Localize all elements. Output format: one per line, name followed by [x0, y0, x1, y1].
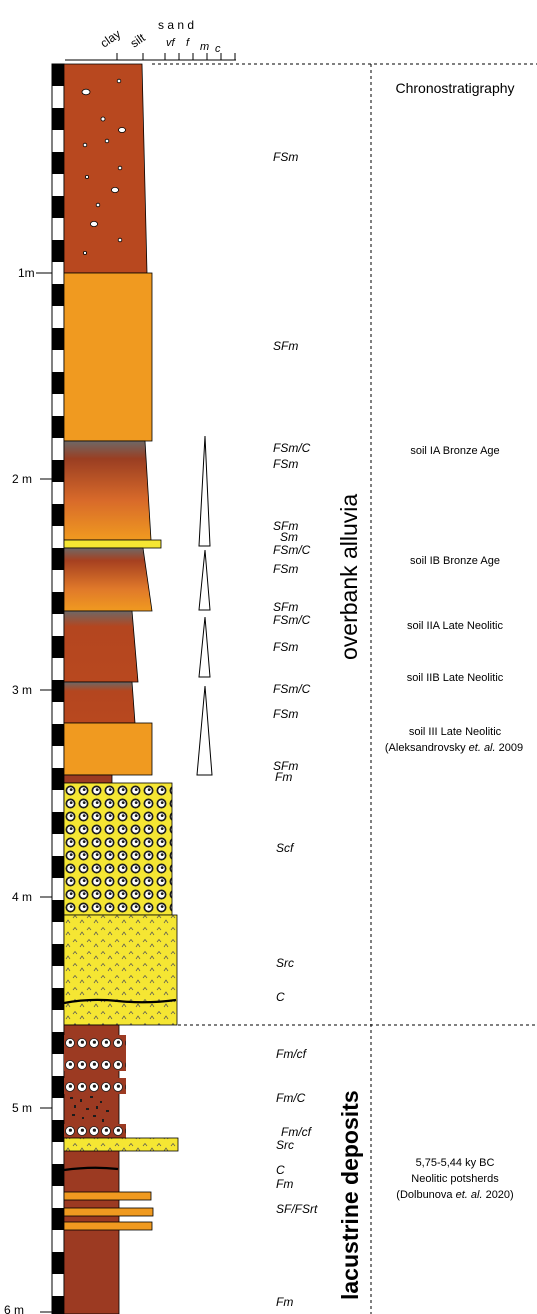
bed-fm-cf-shells-2 [64, 1078, 126, 1094]
bed-src-lower [63, 1137, 179, 1152]
bed-soil-1b [63, 547, 153, 612]
depth-label-3m: 3 m [12, 683, 32, 697]
facies-code: Fm/C [276, 1091, 306, 1105]
facies-code: Fm [276, 1177, 293, 1191]
facies-code: FSm/C [273, 441, 311, 455]
facies-code: Src [276, 956, 294, 970]
chrono-lacustrine-age: 5,75-5,44 ky BC [416, 1157, 495, 1169]
silt-text: silt [128, 30, 149, 50]
bed-fm-cf-shells [64, 1035, 126, 1071]
depth-label-1m: 1m [18, 266, 35, 280]
depth-label-2m: 2 m [12, 472, 32, 486]
facies-code: Sm [280, 530, 298, 544]
depth-label-4m: 4 m [12, 890, 32, 904]
clay-label: clay [98, 27, 124, 51]
contact-c-upper [63, 998, 177, 1005]
facies-code: FSm [273, 640, 298, 654]
depth-label-5m: 5 m [12, 1101, 32, 1115]
lithology-column [63, 63, 179, 1314]
bed-fm-cf-shells-3 [64, 1124, 126, 1138]
facies-code: C [276, 1163, 285, 1177]
chronostratigraphy-column: Chronostratigraphy soil IA Bronze Age so… [385, 80, 523, 1201]
chrono-soil-1a: soil IA Bronze Age [410, 445, 499, 457]
bed-soil-3 [63, 722, 153, 776]
depth-ticks [36, 272, 52, 1313]
bed-fsm-top [63, 63, 148, 274]
bed-sf-lamina-3 [63, 1221, 153, 1231]
facies-code: FSm [273, 150, 298, 164]
fining-triangle-1 [198, 435, 211, 547]
fining-upward-triangles [196, 435, 213, 776]
contact-c-lower [63, 1166, 119, 1172]
bed-sm-sand [63, 539, 162, 549]
facies-code: FSm [273, 562, 298, 576]
grain-size-scale: clay silt s a n d vf f m c [65, 18, 236, 61]
c-label: c [215, 43, 221, 55]
fining-triangle-4 [196, 685, 213, 776]
ruler-blocks [52, 64, 64, 1314]
facies-code: Fm [275, 770, 292, 784]
unit-label-lacustrine-deposits: lacustrine deposits [337, 1090, 363, 1300]
facies-code: FSm [273, 457, 298, 471]
m-label: m [200, 41, 209, 53]
facies-code: Fm [276, 1295, 293, 1309]
facies-code: Src [276, 1138, 294, 1152]
facies-code: FSm/C [273, 613, 311, 627]
clay-text: clay [98, 27, 124, 51]
fining-triangle-2 [198, 549, 211, 611]
facies-code: SFm [273, 519, 298, 533]
vf-label: vf [166, 37, 176, 49]
facies-codes: FSm SFm FSm/C FSm SFm Sm FSm/C FSm SFm F… [273, 150, 318, 1309]
fm-c-clasts [70, 1096, 109, 1122]
bed-sfm-orange [63, 272, 153, 442]
facies-code: SFm [273, 339, 298, 353]
chrono-soil-1b: soil IB Bronze Age [410, 555, 500, 567]
dashed-boundaries [152, 63, 537, 1314]
bed-sf-lamina-1 [63, 1191, 152, 1201]
unit-label-overbank-alluvia: overbank alluvia [336, 494, 362, 660]
bed-soil-2b [63, 681, 136, 724]
facies-code: FSm/C [273, 682, 311, 696]
chrono-lacustrine-ref: (Dolbunova et. al. 2020) [396, 1189, 513, 1201]
chrono-lacustrine-note: Neolitic potsherds [411, 1173, 499, 1185]
chrono-header: Chronostratigraphy [395, 80, 514, 96]
bed-fm-thin [63, 774, 113, 784]
sand-label: s a n d [158, 18, 194, 32]
bed-soil-2a [63, 610, 139, 683]
facies-code: SF/FSrt [276, 1202, 318, 1216]
bed-sf-lamina-2 [63, 1207, 154, 1217]
facies-code: Scf [276, 841, 295, 855]
facies-code: Fm/cf [281, 1125, 313, 1139]
chrono-soil-3: soil III Late Neolitic [409, 726, 502, 738]
facies-code: Fm/cf [276, 1047, 308, 1061]
depth-label-6m: 6 m [4, 1303, 24, 1314]
depth-ruler: 1m 2 m 3 m 4 m 5 m 6 m [4, 63, 65, 1314]
facies-code: FSm/C [273, 543, 311, 557]
chrono-soil-3-ref: (Aleksandrovsky et. al. 2009 [385, 742, 523, 754]
facies-code: SFm [273, 759, 298, 773]
bed-soil-1a [63, 440, 152, 541]
grain-scale-ticks [116, 53, 236, 60]
facies-code: FSm [273, 707, 298, 721]
facies-code: C [276, 990, 285, 1004]
bed-src-ripples [63, 914, 178, 1026]
chrono-soil-2a: soil IIA Late Neolitic [407, 620, 503, 632]
silt-label: silt [128, 30, 149, 50]
bed-scf-shells [63, 782, 173, 916]
facies-code: SFm [273, 600, 298, 614]
f-label: f [186, 37, 190, 49]
pebble-clasts [81, 78, 126, 255]
chrono-soil-2b: soil IIB Late Neolitic [407, 672, 504, 684]
fining-triangle-3 [198, 616, 211, 678]
